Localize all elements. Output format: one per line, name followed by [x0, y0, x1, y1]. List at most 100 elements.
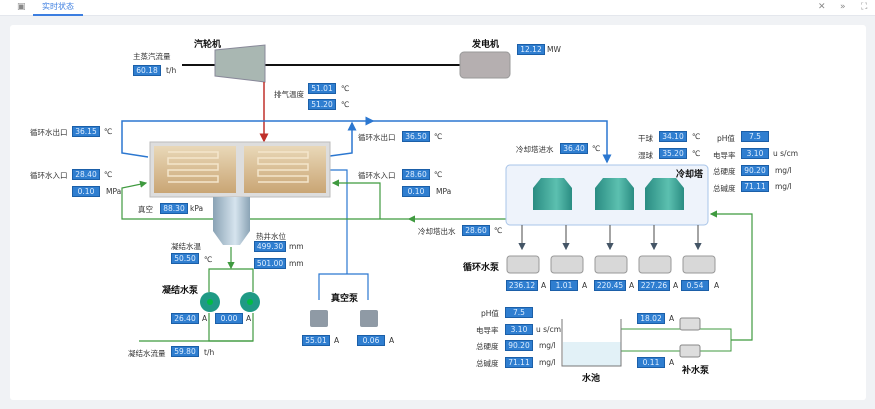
vacuum-label: 真空: [138, 205, 153, 214]
unit: u s/cm: [773, 149, 799, 158]
tower-out-value: 28.60: [462, 225, 490, 236]
unit: ℃: [692, 132, 701, 141]
pool-conductivity-label: 电导率: [476, 326, 499, 335]
hotwell-label: 热井水位: [256, 232, 286, 241]
main-steam-value: 60.18: [133, 65, 161, 76]
unit: kPa: [190, 204, 204, 213]
left-circ-in-label: 循环水入口: [30, 171, 68, 180]
cond-temp-value: 50.50: [171, 253, 199, 264]
right-circ-in-label: 循环水入口: [358, 171, 396, 180]
unit: ℃: [434, 170, 443, 179]
cond-pump-2-current: 0.00: [215, 313, 243, 324]
tower-title: 冷却塔: [676, 170, 704, 180]
main-steam-label: 主蒸汽流量: [133, 52, 171, 61]
unit: ℃: [341, 100, 350, 109]
unit: t/h: [204, 348, 215, 357]
generator-power: 12.12: [517, 44, 545, 55]
tower-ph-label: pH值: [717, 134, 735, 143]
hotwell: [213, 197, 250, 245]
unit: ℃: [204, 255, 213, 264]
unit: MPa: [436, 187, 452, 196]
wet-bulb-label: 湿球: [638, 151, 653, 160]
tower-ph-value: 7.5: [741, 131, 769, 142]
pool-title: 水池: [582, 374, 601, 384]
unit: u s/cm: [536, 325, 562, 334]
unit: A: [629, 281, 635, 290]
generator-title: 发电机: [472, 40, 500, 50]
cond-temp-label: 凝结水温: [171, 242, 201, 251]
hotwell-level-2: 501.00: [254, 258, 286, 269]
screen-icon[interactable]: ▣: [17, 2, 26, 12]
tower-alkalinity-value: 71.11: [741, 181, 769, 192]
makeup-pump-2-current: 0.11: [637, 357, 665, 368]
tab-realtime-status[interactable]: 实时状态: [33, 0, 83, 16]
unit: A: [541, 281, 547, 290]
tower-conductivity-label: 电导率: [713, 151, 736, 160]
unit: A: [669, 314, 675, 323]
unit: A: [334, 336, 340, 345]
circ-pumps: [506, 255, 716, 274]
circ-pump-title: 循环水泵: [463, 263, 500, 273]
left-circ-pressure: 0.10: [72, 186, 100, 197]
collapse-icon[interactable]: »: [840, 2, 846, 12]
circ-pump-5-current: 0.54: [681, 280, 709, 291]
fullscreen-icon[interactable]: ⛶: [861, 2, 868, 12]
pool-alkalinity-label: 总碱度: [476, 359, 499, 368]
unit: ℃: [494, 226, 503, 235]
exhaust-temp-2: 51.20: [308, 99, 336, 110]
unit: A: [246, 314, 252, 323]
turbine: [214, 44, 266, 83]
unit: mg/l: [539, 358, 556, 367]
circ-pump-1-current: 236.12: [506, 280, 538, 291]
tower-in-label: 冷却塔进水: [516, 145, 554, 154]
unit: ℃: [592, 144, 601, 153]
right-circ-out-label: 循环水出口: [358, 133, 396, 142]
unit: MW: [547, 45, 561, 54]
unit: mm: [289, 259, 304, 268]
makeup-pump-1-current: 18.02: [637, 313, 665, 324]
cond-flow-value: 59.80: [171, 346, 199, 357]
tower-hardness-label: 总硬度: [713, 167, 736, 176]
unit: A: [673, 281, 679, 290]
unit: ℃: [104, 170, 113, 179]
left-circ-out-label: 循环水出口: [30, 128, 68, 137]
unit: A: [202, 314, 208, 323]
unit: mg/l: [775, 166, 792, 175]
tower-conductivity-value: 3.10: [741, 148, 769, 159]
vacuum-pump-title: 真空泵: [331, 294, 359, 304]
right-circ-in-value: 28.60: [402, 169, 430, 180]
vac-pump-1-current: 55.01: [302, 335, 330, 346]
exhaust-temp-1: 51.01: [308, 83, 336, 94]
pool-hardness-value: 90.20: [505, 340, 533, 351]
unit: ℃: [434, 132, 443, 141]
exhaust-label: 排气温度: [274, 90, 304, 99]
unit: A: [669, 358, 675, 367]
tower-out-label: 冷却塔出水: [418, 227, 456, 236]
unit: MPa: [106, 187, 122, 196]
right-circ-out-value: 36.50: [402, 131, 430, 142]
left-circ-in-value: 28.40: [72, 169, 100, 180]
unit: mg/l: [775, 182, 792, 191]
cond-flow-label: 凝结水流量: [128, 349, 166, 358]
unit: A: [389, 336, 395, 345]
pool-ph-value: 7.5: [505, 307, 533, 318]
tab-bar: ▣ 实时状态 ✕ » ⛶: [0, 0, 875, 16]
makeup-pump-title: 补水泵: [682, 366, 710, 376]
pool-ph-label: pH值: [481, 309, 499, 318]
unit: A: [714, 281, 720, 290]
circ-pump-2-current: 1.01: [550, 280, 578, 291]
unit: ℃: [341, 84, 350, 93]
circ-pump-3-current: 220.45: [594, 280, 626, 291]
left-circ-out-value: 36.15: [72, 126, 100, 137]
vacuum-value: 88.30: [160, 203, 188, 214]
close-icon[interactable]: ✕: [818, 2, 826, 12]
vac-pump-2-current: 0.06: [357, 335, 385, 346]
generator: [459, 51, 511, 79]
unit: A: [582, 281, 588, 290]
cond-pump-title: 凝结水泵: [162, 286, 199, 296]
turbine-title: 汽轮机: [194, 40, 222, 50]
unit: t/h: [166, 66, 177, 75]
wet-bulb-value: 35.20: [659, 148, 687, 159]
dry-bulb-label: 干球: [638, 134, 653, 143]
tower-hardness-value: 90.20: [741, 165, 769, 176]
